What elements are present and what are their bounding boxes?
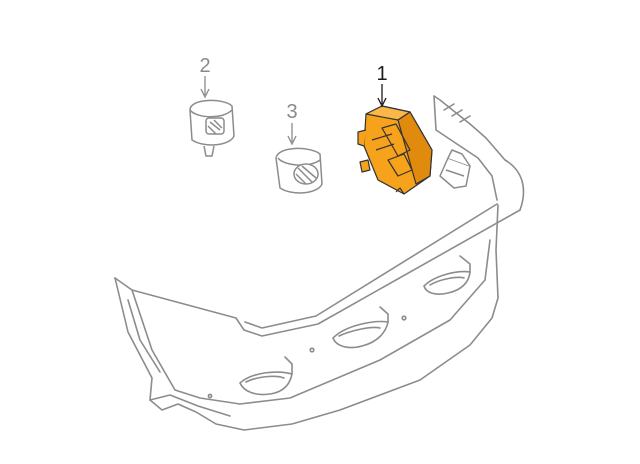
leader-arrows xyxy=(200,76,387,146)
ultrasonic-sensor-icon xyxy=(189,99,235,157)
callout-1: 1 xyxy=(376,63,387,85)
ultrasonic-sensor-icon xyxy=(275,147,323,194)
callout-3: 3 xyxy=(286,101,297,123)
control-module-icon xyxy=(357,105,433,195)
rear-bumper xyxy=(114,95,525,431)
mounting-bracket xyxy=(439,149,471,189)
callout-2: 2 xyxy=(199,55,210,77)
